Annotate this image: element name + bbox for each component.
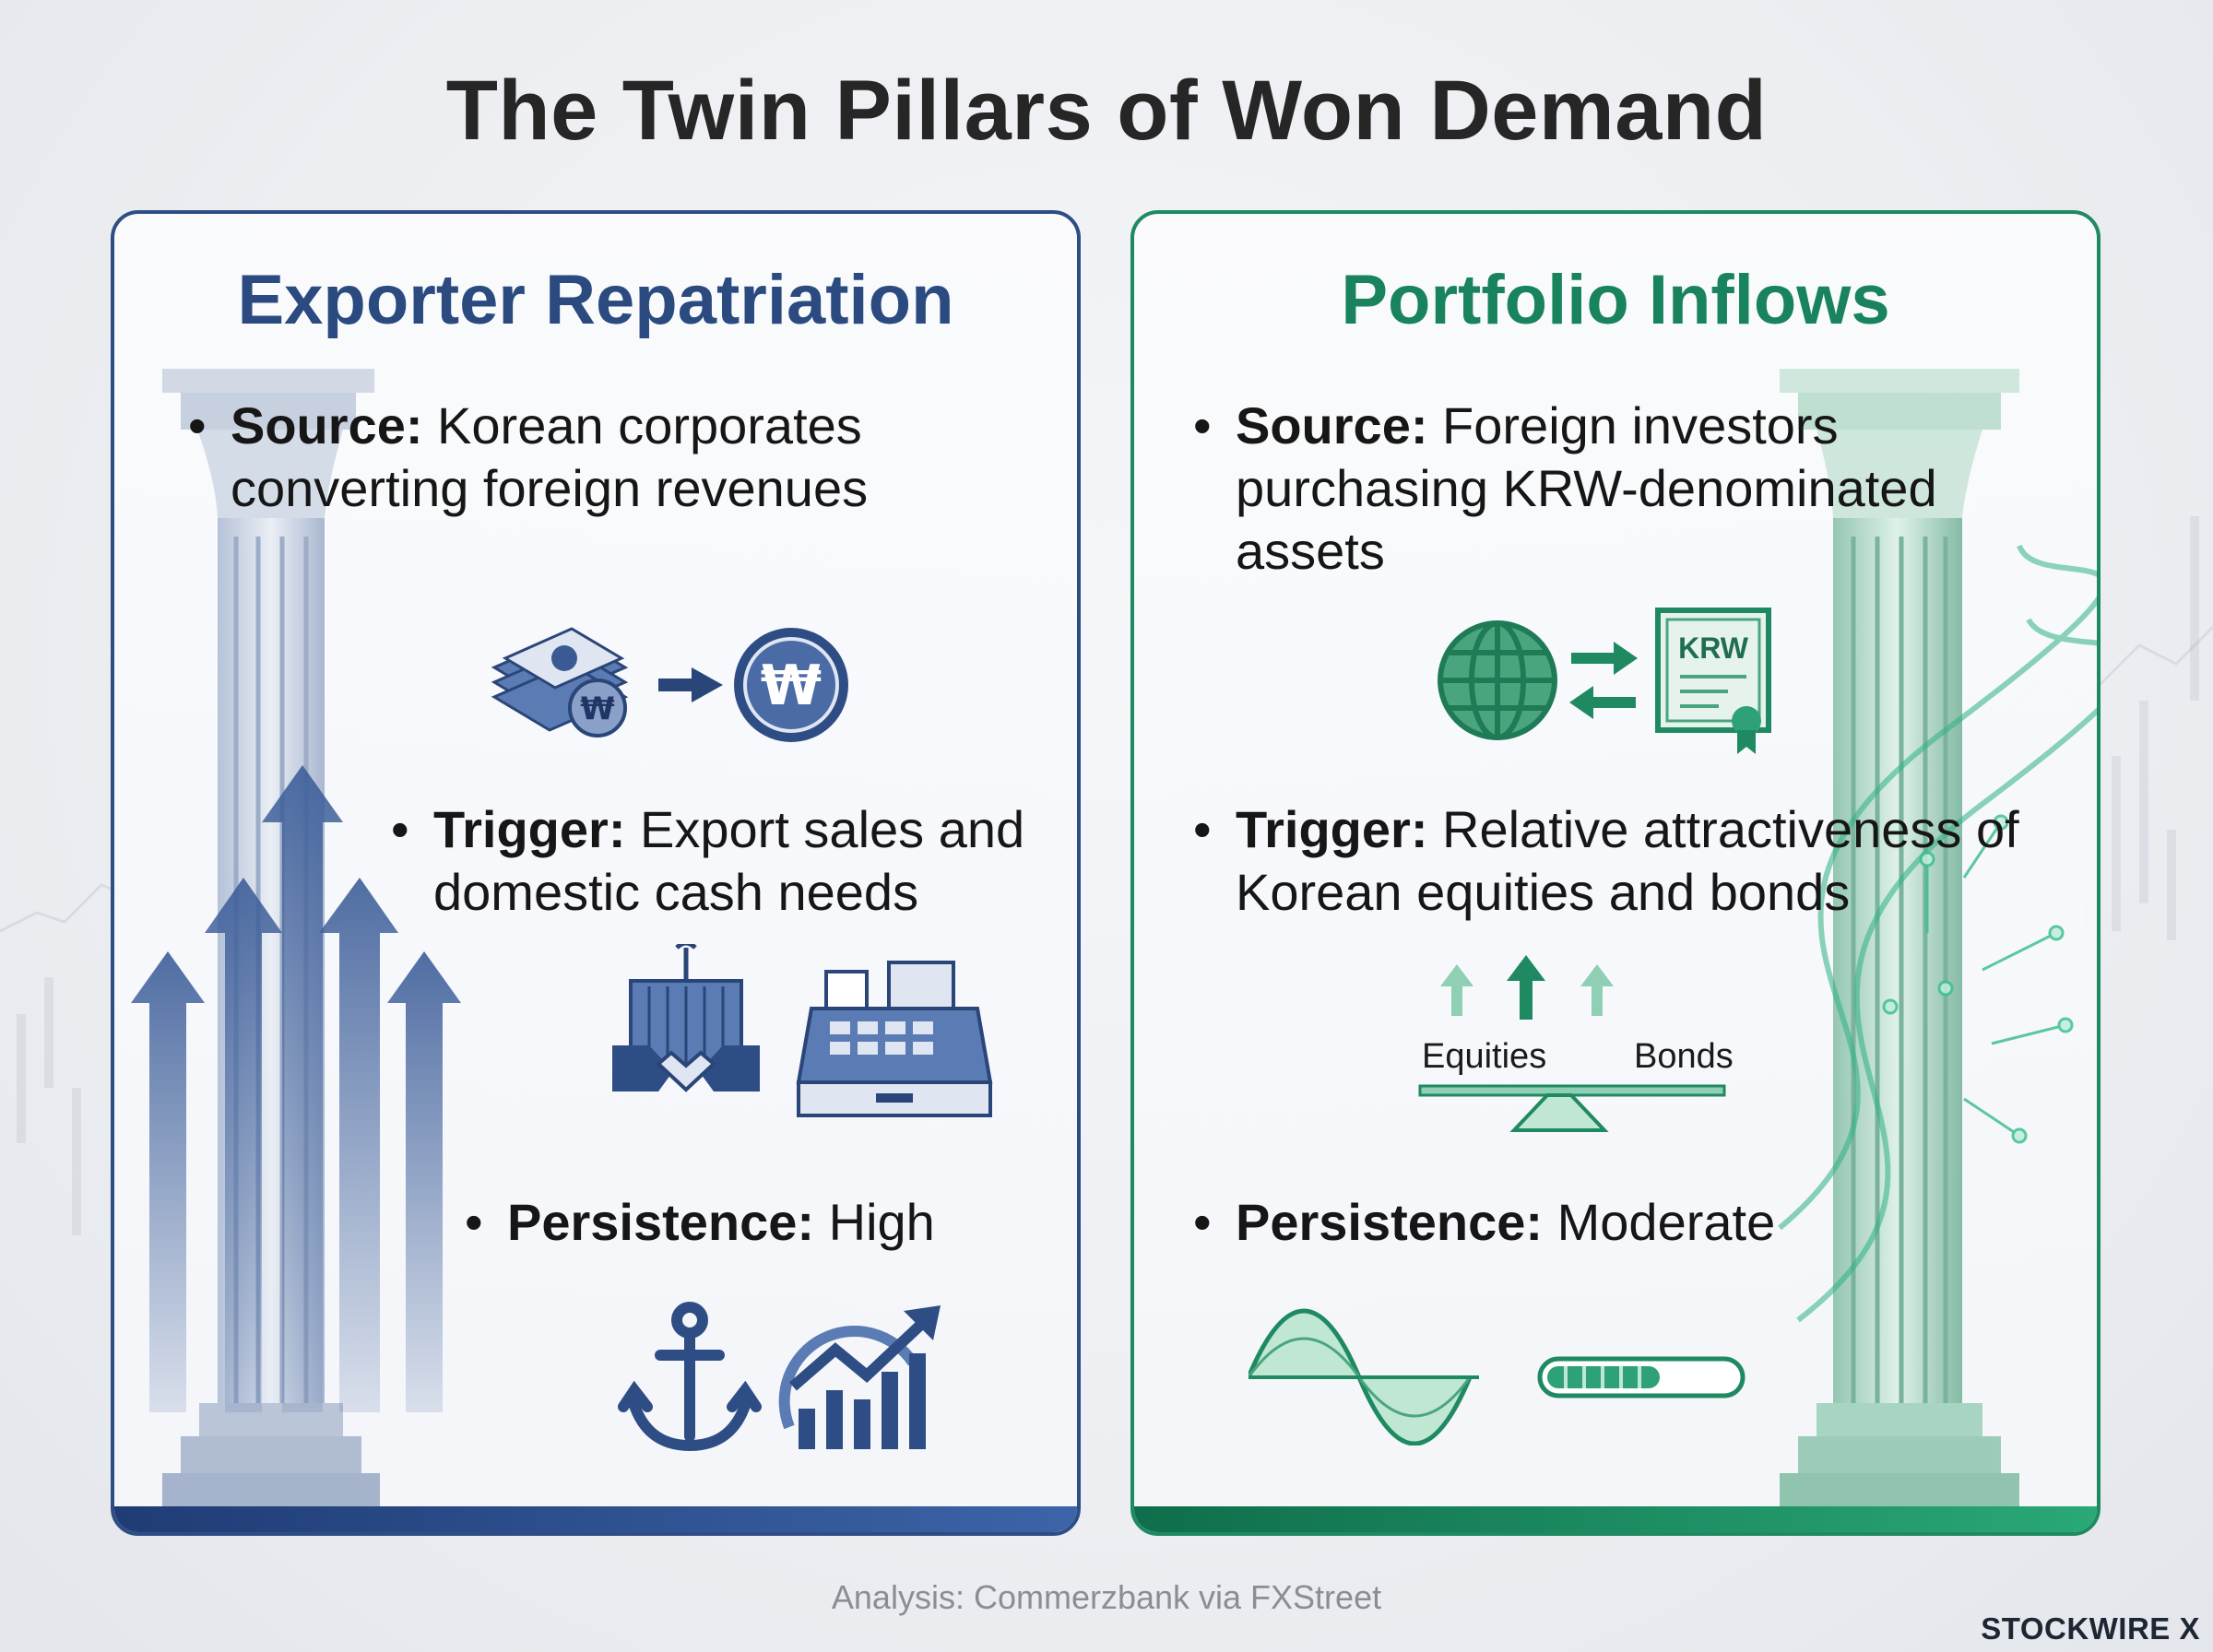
wave-icon (1249, 1308, 1479, 1446)
persistence-bullet: •Persistence: Moderate (1193, 1193, 1776, 1251)
balance-scale-icon: Equities Bonds (1418, 955, 1734, 1132)
portfolio-inflows-panel: Portfolio Inflows •Source: Foreign inves… (1130, 210, 2101, 1536)
trigger-bullet: •Trigger: Relative attractiveness of Kor… (1193, 800, 2019, 921)
bonds-label: Bonds (1634, 1037, 1734, 1076)
investment-icons: KRW (1438, 608, 1771, 754)
pillar-with-ribbons (1778, 369, 2097, 1532)
panel-base-bar (1134, 1506, 2097, 1532)
exchange-arrows-icon (1569, 642, 1638, 719)
svg-text:₩: ₩ (761, 654, 822, 718)
panel-base-bar (114, 1506, 1077, 1532)
source-bullet: •Source: Foreign investors purchasing KR… (1193, 396, 1937, 580)
anchor-icon (618, 1302, 762, 1452)
persistence-bullet: •Persistence: High (465, 1193, 935, 1251)
certificate-icon: KRW (1655, 608, 1771, 754)
globe-icon (1438, 620, 1557, 740)
pillar-with-arrows (131, 369, 461, 1532)
stability-icons (618, 1302, 941, 1452)
source-bullet: •Source: Korean corporates converting fo… (188, 396, 869, 517)
won-coin-icon: ₩ (734, 628, 848, 742)
container-handshake-icon (612, 944, 760, 1092)
exporter-repatriation-heading: Exporter Repatriation (237, 261, 954, 339)
brand-logo: STOCKWIRE X (1981, 1611, 2200, 1646)
portfolio-inflows-heading: Portfolio Inflows (1341, 261, 1890, 339)
cash-stack-icon: ₩ (491, 627, 629, 738)
arrow-right-icon (658, 667, 723, 702)
cash-register-icon (796, 961, 993, 1117)
progress-bar-icon (1537, 1356, 1746, 1398)
source-footer: Analysis: Commerzbank via FXStreet (831, 1578, 1382, 1616)
exporter-repatriation-panel: Exporter Repatriation •Source: Korean co… (111, 210, 1081, 1536)
trigger-bullet: •Trigger: Export sales and domestic cash… (391, 800, 1025, 921)
moderate-icons (1249, 1308, 1746, 1446)
currency-conversion-icons: ₩ ₩ (491, 627, 848, 742)
growth-chart-icon (778, 1305, 941, 1449)
trade-icons (612, 944, 993, 1117)
svg-text:₩: ₩ (580, 690, 615, 727)
equities-label: Equities (1422, 1037, 1546, 1076)
page-title: The Twin Pillars of Won Demand (445, 64, 1768, 158)
krw-certificate-label: KRW (1678, 631, 1749, 665)
